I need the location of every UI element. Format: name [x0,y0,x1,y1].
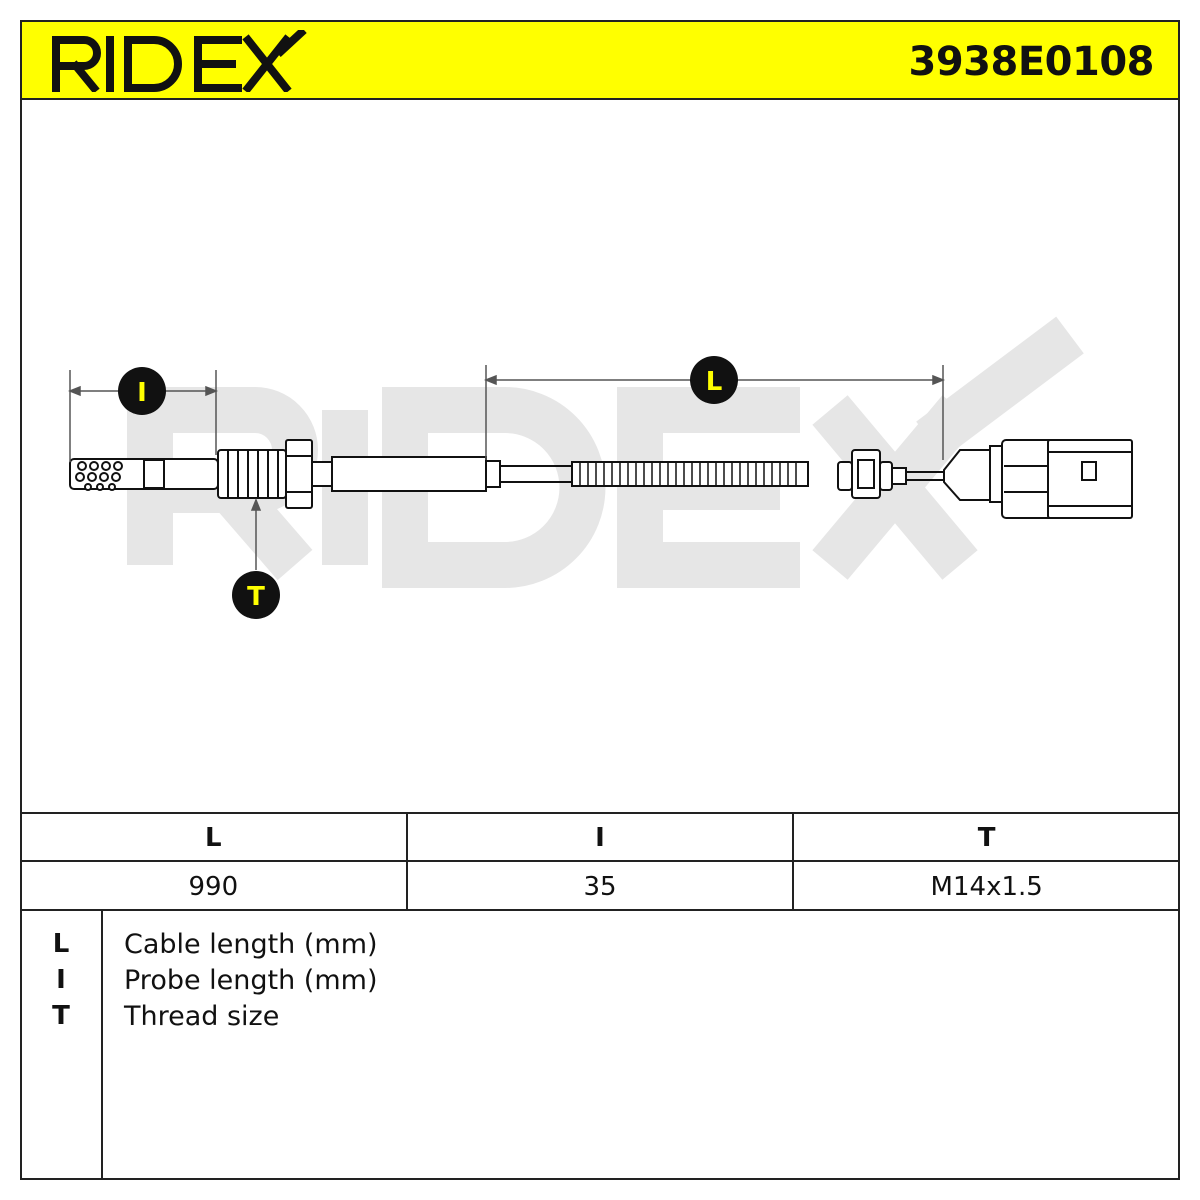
spec-value-row: 990 35 M14x1.5 [20,862,1180,911]
svg-text:T: T [247,582,265,612]
rule-table-top [20,812,1180,814]
cable-sleeve-ribs [579,462,797,486]
legend-key-thread: T [52,1001,70,1031]
grommet [837,449,907,499]
callout-cable: L [690,356,738,404]
wires [906,471,944,481]
spec-header-probe: I [595,822,605,853]
connector [943,439,1133,519]
rule-col-1 [406,812,408,910]
spec-header-thread: T [977,822,996,853]
thread-section [217,439,501,509]
sensor-drawing: I L T [67,316,1133,619]
rule-table-mid [20,860,1180,862]
part-number: 3938E0108 [908,39,1155,85]
svg-text:L: L [706,367,723,397]
probe-holes [75,461,123,491]
legend-keys: L I T [20,911,102,1180]
legend-text-thread: Thread size [124,1001,280,1032]
rule-col-2 [792,812,794,910]
svg-text:I: I [137,378,147,408]
rule-legend-divider [101,910,103,1180]
legend-text-probe: Probe length (mm) [124,965,378,996]
spec-value-thread: M14x1.5 [930,871,1043,902]
callout-thread: T [232,571,280,619]
spec-header-row: L I T [20,813,1180,862]
thread-leader [250,497,262,570]
cable [500,461,809,487]
brand-logo [50,27,310,96]
spec-header-cable: L [205,822,222,853]
spec-table: L I T 990 35 M14x1.5 [20,813,1180,911]
header-bar: 3938E0108 [20,20,1180,100]
legend-key-cable: L [52,929,70,959]
rule-table-bottom [20,909,1180,911]
legend-key-probe: I [56,965,66,995]
spec-value-probe: 35 [583,871,617,902]
spec-value-cable: 990 [188,871,239,902]
callout-probe: I [118,367,166,415]
dimension-probe-length [67,370,219,462]
legend-text-cable: Cable length (mm) [124,929,378,960]
legend: L I T Cable length (mm) Probe length (mm… [20,911,1180,1180]
